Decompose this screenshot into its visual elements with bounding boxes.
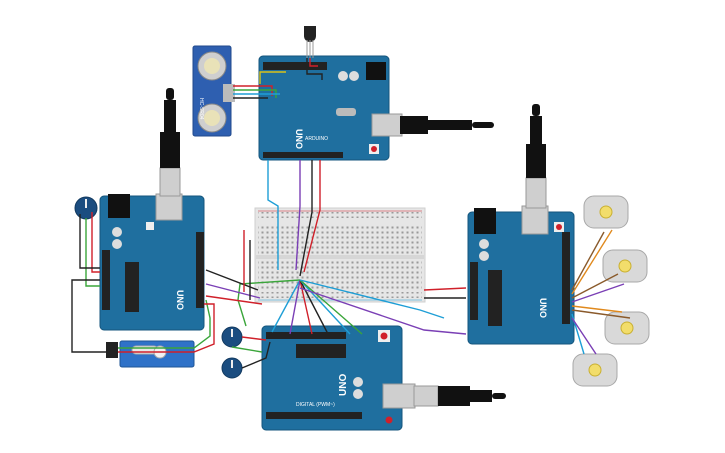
dc-jack-icon — [108, 194, 130, 218]
digital-header-right — [562, 232, 570, 324]
sensor-model-label: HC-SR04 — [198, 98, 204, 120]
temperature-sensor-icon[interactable] — [304, 26, 316, 58]
digital-header-bottom — [266, 412, 362, 419]
potentiometer-icon[interactable] — [221, 357, 243, 379]
arduino-board-right[interactable]: UNO — [467, 205, 575, 345]
board-digital-label-bottom: DIGITAL (PWM~) — [296, 402, 335, 408]
digital-header-top — [263, 62, 327, 70]
board-model-right: UNO — [538, 298, 548, 318]
mcu-chip-right — [488, 270, 502, 326]
potentiometer-icon[interactable] — [74, 196, 98, 220]
mcu-chip-bottom — [296, 344, 346, 358]
board-model-top: UNO — [294, 129, 304, 149]
arduino-board-bottom[interactable]: UNO DIGITAL (PWM~) — [261, 325, 416, 431]
board-model-bottom: UNO — [338, 374, 349, 396]
board-brand-top: ARDUINO — [305, 136, 328, 142]
ultrasonic-sensor-icon[interactable]: HC-SR04 — [192, 45, 235, 137]
usb-port-right — [521, 205, 549, 235]
servo-icon[interactable] — [106, 340, 195, 368]
board-model-left: UNO — [175, 290, 185, 310]
breadboard[interactable] — [254, 207, 426, 303]
dc-motor-icon[interactable] — [604, 311, 650, 345]
dc-motor-icon[interactable] — [602, 249, 648, 283]
usb-port-left — [155, 193, 183, 221]
dc-motor-icon[interactable] — [583, 195, 629, 229]
mcu-chip-left — [125, 262, 139, 312]
usb-port-top — [371, 113, 403, 137]
wires — [71, 58, 631, 369]
power-header-left — [102, 250, 110, 310]
dc-jack-icon — [366, 62, 386, 80]
potentiometer-icon[interactable] — [221, 326, 243, 348]
reset-button-icon[interactable] — [146, 222, 154, 230]
power-header-right — [470, 262, 478, 320]
power-header-bottom — [266, 332, 346, 339]
dc-jack-icon — [474, 208, 496, 234]
dc-motor-icon[interactable] — [572, 353, 618, 387]
usb-port-bottom — [382, 383, 416, 409]
arduino-board-top[interactable]: UNO ARDUINO — [258, 55, 403, 161]
digital-header-left — [196, 232, 204, 308]
usb-plug-icon — [159, 88, 547, 407]
power-header-top — [263, 152, 343, 158]
arduino-board-left[interactable]: UNO — [99, 193, 205, 331]
